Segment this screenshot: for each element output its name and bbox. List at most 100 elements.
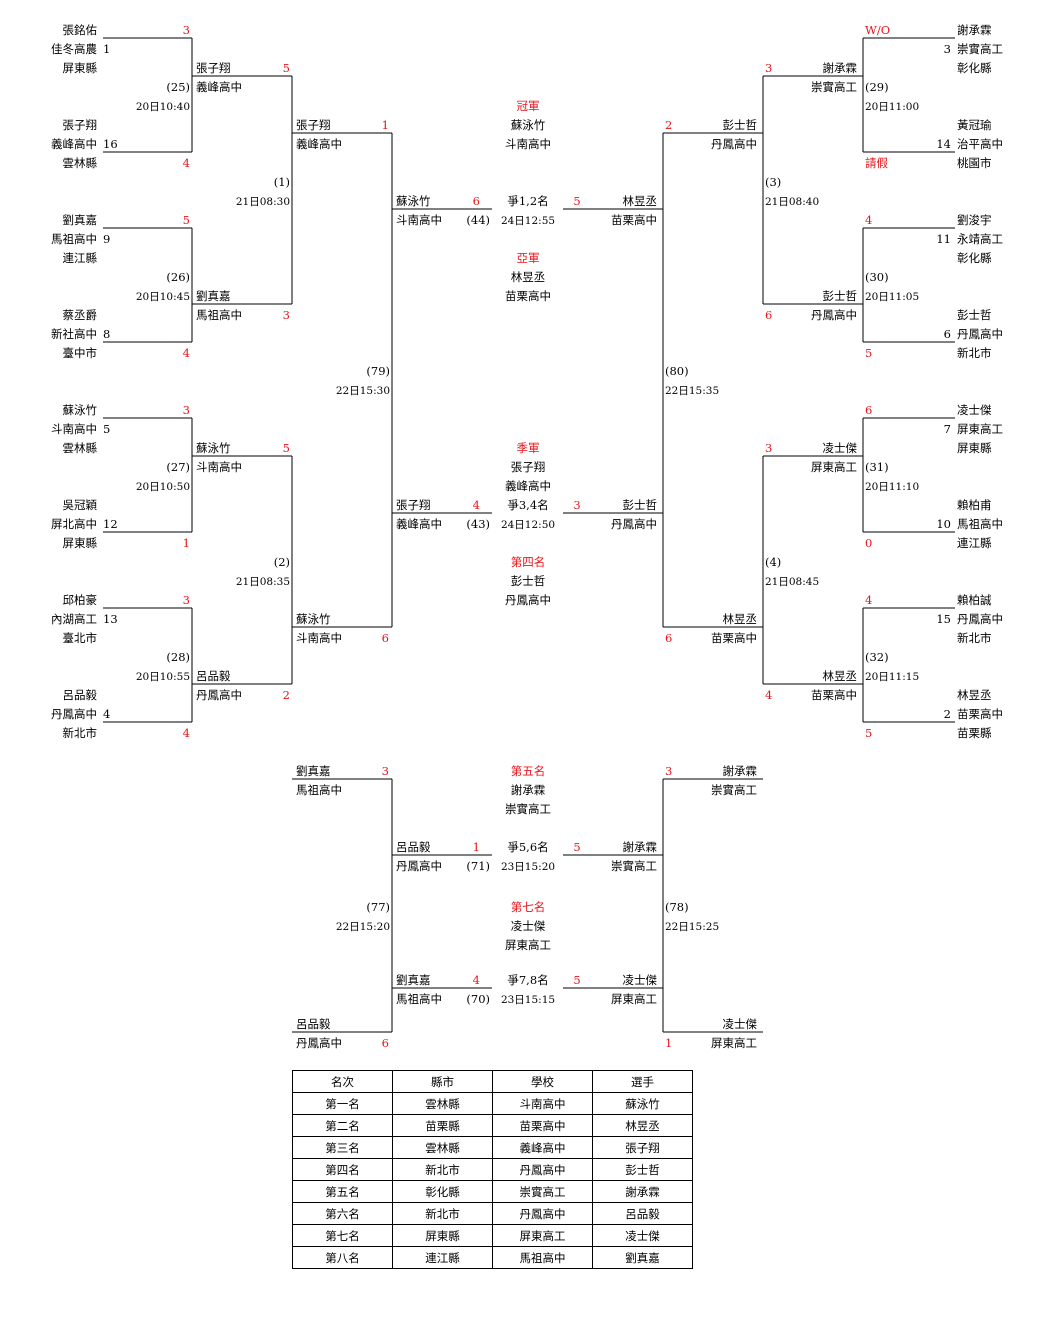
player-school: 義峰高中 — [51, 137, 97, 151]
player-seed: 1 — [103, 42, 110, 56]
final-left-score: 6 — [473, 194, 480, 208]
qf-player-name: 凌士傑 — [823, 441, 858, 455]
match-time: 21日08:40 — [765, 196, 819, 208]
match-time: 21日08:30 — [236, 196, 290, 208]
school-cell: 屏東高工 — [492, 1224, 593, 1247]
qf-player-score: 3 — [765, 61, 772, 75]
qf-player-score: 3 — [283, 308, 290, 322]
player-seed: 11 — [936, 232, 951, 246]
player-score: 4 — [865, 213, 872, 227]
player-name: 賴柏甫 — [957, 498, 992, 512]
county-cell: 彰化縣 — [392, 1180, 493, 1203]
final-title: 爭5,6名 — [507, 840, 548, 854]
final-right-score: 5 — [573, 973, 580, 987]
match-number: (79) — [366, 364, 390, 378]
final-left-school: 義峰高中 — [396, 517, 442, 531]
player-school: 佳冬高農 — [51, 42, 97, 56]
results-header-school: 學校 — [492, 1070, 593, 1093]
rank-cell: 第六名 — [292, 1202, 393, 1225]
table-row: 第一名雲林縣斗南高中蘇泳竹 — [292, 1092, 693, 1115]
final-title: 爭7,8名 — [507, 973, 548, 987]
match-time: 20日11:05 — [865, 291, 919, 303]
match-number: (77) — [366, 900, 390, 914]
placing-school: 斗南高中 — [505, 137, 551, 151]
sf-player-school: 義峰高中 — [296, 137, 342, 151]
player-score: W/O — [865, 23, 890, 37]
match-time: 22日15:20 — [336, 921, 390, 933]
player-county: 雲林縣 — [63, 441, 98, 455]
sf-player-score: 1 — [382, 118, 389, 132]
qf-player-school: 義峰高中 — [196, 80, 242, 94]
player-seed: 13 — [103, 612, 118, 626]
player-county: 屏東縣 — [957, 441, 992, 455]
match-number: (26) — [166, 270, 190, 284]
final-right-score: 5 — [573, 840, 580, 854]
player-county: 連江縣 — [63, 251, 98, 265]
cons-player-school: 崇實高工 — [711, 783, 757, 797]
player-seed: 2 — [944, 707, 951, 721]
cons-player-name: 呂品毅 — [296, 1017, 331, 1031]
player-seed: 3 — [944, 42, 951, 56]
match-number: (29) — [865, 80, 889, 94]
player-county: 連江縣 — [957, 536, 992, 550]
match-time: 23日15:15 — [501, 994, 555, 1006]
sf-player-score: 6 — [382, 631, 389, 645]
match-number: (28) — [166, 650, 190, 664]
player-seed: 8 — [103, 327, 110, 341]
match-time: 22日15:30 — [336, 385, 390, 397]
placing-name: 彭士哲 — [511, 574, 546, 588]
player-score: 4 — [865, 593, 872, 607]
school-cell: 斗南高中 — [492, 1092, 593, 1115]
player-score: 0 — [865, 536, 872, 550]
player-name: 黃冠瑜 — [957, 118, 992, 132]
match-time: 21日08:35 — [236, 576, 290, 588]
player-name: 賴柏誠 — [957, 593, 992, 607]
player-cell: 凌士傑 — [592, 1224, 693, 1247]
placing-name: 凌士傑 — [511, 919, 546, 933]
placing-school: 丹鳳高中 — [505, 593, 551, 607]
table-row: 第八名連江縣馬祖高中劉真嘉 — [292, 1246, 693, 1269]
player-score: 4 — [183, 156, 190, 170]
rank-cell: 第二名 — [292, 1114, 393, 1137]
placing-name: 張子翔 — [511, 460, 546, 474]
match-number: (71) — [466, 859, 490, 873]
player-name: 凌士傑 — [957, 403, 992, 417]
qf-player-school: 苗栗高中 — [811, 688, 857, 702]
final-right-school: 丹鳳高中 — [611, 517, 657, 531]
cons-player-score: 3 — [382, 764, 389, 778]
player-score: 3 — [183, 593, 190, 607]
school-cell: 義峰高中 — [492, 1136, 593, 1159]
match-time: 20日11:00 — [865, 101, 919, 113]
table-row: 第四名新北市丹鳳高中彭士哲 — [292, 1158, 693, 1181]
match-time: 24日12:55 — [501, 215, 555, 227]
qf-player-score: 4 — [765, 688, 772, 702]
cons-player-name: 凌士傑 — [723, 1017, 758, 1031]
qf-player-name: 謝承霖 — [823, 61, 858, 75]
match-number: (31) — [865, 460, 889, 474]
player-score: 3 — [183, 403, 190, 417]
rank-cell: 第一名 — [292, 1092, 393, 1115]
table-row: 第六名新北市丹鳳高中呂品毅 — [292, 1202, 693, 1225]
player-name: 蘇泳竹 — [63, 403, 98, 417]
county-cell: 連江縣 — [392, 1246, 493, 1269]
qf-player-name: 林昱丞 — [823, 669, 858, 683]
results-table: 名次 縣市 學校 選手 第一名雲林縣斗南高中蘇泳竹 第二名苗栗縣苗栗高中林昱丞 … — [292, 1070, 693, 1269]
player-seed: 16 — [103, 137, 118, 151]
match-time: 20日10:55 — [136, 671, 190, 683]
player-county: 屏東縣 — [63, 61, 98, 75]
player-name: 呂品毅 — [63, 688, 98, 702]
player-county: 彰化縣 — [957, 61, 992, 75]
player-school: 永靖高工 — [957, 232, 1003, 246]
player-cell: 謝承霖 — [592, 1180, 693, 1203]
player-score: 5 — [865, 726, 872, 740]
cons-player-score: 1 — [665, 1036, 672, 1050]
qf-player-name: 蘇泳竹 — [196, 441, 231, 455]
rank-cell: 第三名 — [292, 1136, 393, 1159]
results-header-player: 選手 — [592, 1070, 693, 1093]
final-right-name: 彭士哲 — [623, 498, 658, 512]
match-number: (25) — [166, 80, 190, 94]
player-cell: 彭士哲 — [592, 1158, 693, 1181]
placing-title: 第四名 — [511, 555, 546, 569]
match-number: (43) — [466, 517, 490, 531]
